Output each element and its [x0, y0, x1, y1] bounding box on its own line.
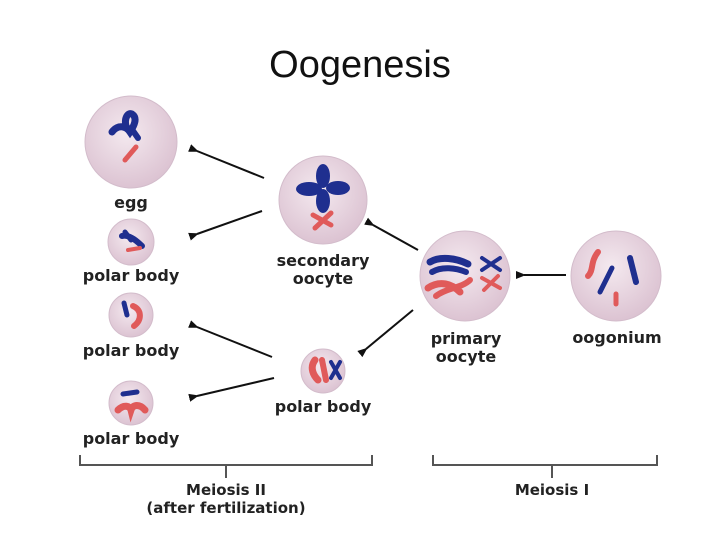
label-egg: egg	[114, 193, 148, 212]
secondary-oocyte-cell	[278, 155, 368, 245]
polar-body-cell-1	[107, 218, 155, 266]
polar-body-cell-2	[108, 292, 154, 338]
red-chromosome	[122, 144, 139, 163]
blue-chromosome	[108, 110, 139, 139]
arrow-secondary-to-polar-body	[188, 210, 263, 241]
primary-oocyte-cell	[419, 230, 511, 322]
arrow-polar-body-to-polar-body-3	[188, 377, 275, 402]
meiosis-ii-bracket	[79, 455, 373, 478]
label-polar-body-3: polar body	[82, 429, 180, 448]
label-oogonium: oogonium	[572, 328, 662, 347]
arrow-secondary-to-egg	[188, 144, 265, 179]
label-meiosis-i: Meiosis I	[514, 481, 590, 499]
arrow-primary-to-secondary	[364, 217, 419, 251]
egg-cell	[84, 95, 178, 189]
meiosis-i-bracket	[432, 455, 658, 478]
polar-body-cell-3	[108, 380, 154, 426]
oogonium-cell	[570, 230, 662, 322]
arrow-polar-body-to-polar-body-2	[188, 320, 273, 358]
label-secondary-oocyte-line2: oocyte	[292, 269, 354, 288]
label-meiosis-ii-line1: Meiosis II	[186, 481, 266, 499]
label-secondary-oocyte-line1: secondary	[276, 251, 370, 270]
page-title: Oogenesis	[269, 44, 451, 86]
arrow-primary-to-polar-body	[357, 309, 414, 358]
label-meiosis-ii-line2: (after fertilization)	[146, 499, 306, 517]
label-primary-oocyte-line2: oocyte	[435, 347, 497, 366]
label-primary-oocyte-line1: primary	[430, 329, 502, 348]
label-polar-body-2: polar body	[82, 341, 180, 360]
polar-body-cell-4	[300, 348, 346, 394]
label-polar-body-1: polar body	[82, 266, 180, 285]
label-polar-body-4: polar body	[274, 397, 372, 416]
